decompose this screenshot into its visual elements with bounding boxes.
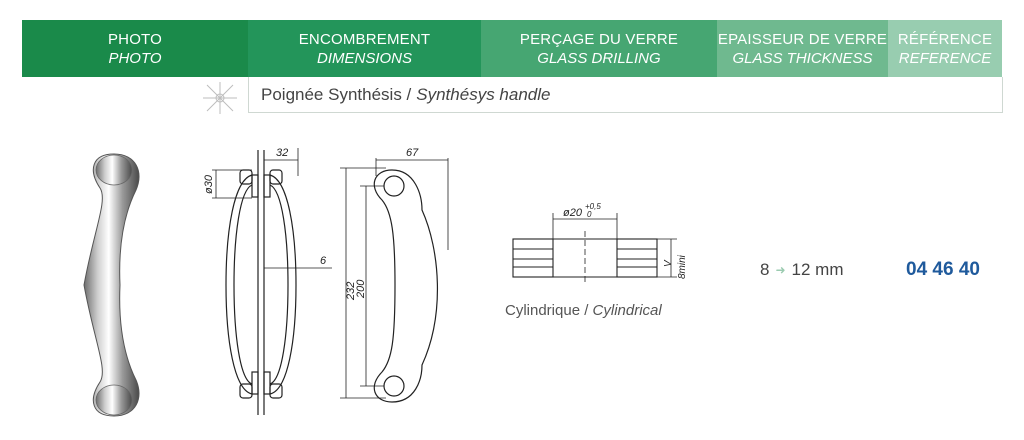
drilling-type: Cylindrique / Cylindrical [505, 302, 662, 319]
glass-drilling-drawing: ø20 +0,5 0 V 8mini [512, 202, 688, 285]
thickness-from: 8 [760, 260, 770, 279]
dim-6: 6 [320, 255, 327, 267]
drill-v-label: V [663, 259, 674, 267]
header-dimensions-fr: ENCOMBREMENT [298, 30, 431, 48]
dim-30: ø30 [203, 174, 215, 194]
sparkle-icon [203, 82, 237, 114]
header-reference-en: REFERENCE [898, 49, 992, 67]
dim-67: 67 [406, 147, 419, 159]
reference-number: 04 46 40 [906, 259, 980, 280]
drill-tol-plus: +0,5 [585, 202, 601, 211]
drilling-type-fr: Cylindrique / [505, 302, 589, 319]
header-photo-en: PHOTO [108, 49, 162, 67]
header-reference-fr: RÉFÉRENCE [897, 30, 993, 48]
header-thickness: EPAISSEUR DE VERRE GLASS THICKNESS [717, 20, 888, 77]
header-dimensions-en: DIMENSIONS [316, 49, 412, 67]
arrow-right-icon: ➜ [775, 263, 786, 277]
header-thickness-en: GLASS THICKNESS [732, 49, 873, 67]
thickness-to: 12 mm [791, 260, 844, 279]
drilling-type-en: Cylindrical [592, 302, 662, 319]
dim-232: 232 [345, 282, 357, 301]
dim-200: 200 [355, 279, 367, 299]
handle-photo [83, 153, 140, 417]
drill-diameter: ø20 [563, 207, 583, 219]
drill-v-min: 8mini [677, 254, 688, 279]
header-photo: PHOTO PHOTO [22, 20, 248, 77]
side-view-drawing: 32 ø30 6 [203, 147, 332, 415]
header-drilling-fr: PERÇAGE DU VERRE [519, 30, 679, 48]
product-name-en: Synthésys handle [416, 84, 551, 104]
drill-tol-zero: 0 [587, 210, 592, 219]
front-view-drawing: 67 232 200 [340, 147, 449, 403]
header-reference: RÉFÉRENCE REFERENCE [888, 20, 1002, 77]
glass-thickness: 8 ➜ 12 mm [760, 260, 844, 280]
header-thickness-fr: EPAISSEUR DE VERRE [717, 30, 888, 48]
dim-32: 32 [276, 147, 288, 159]
product-row: Poignée Synthésis / Synthésys handle [248, 77, 1003, 113]
header-dimensions: ENCOMBREMENT DIMENSIONS [248, 20, 481, 77]
header-photo-fr: PHOTO [107, 30, 163, 48]
product-name-fr: Poignée Synthésis / [261, 84, 412, 104]
header-drilling-en: GLASS DRILLING [537, 49, 661, 67]
header-drilling: PERÇAGE DU VERRE GLASS DRILLING [481, 20, 717, 77]
